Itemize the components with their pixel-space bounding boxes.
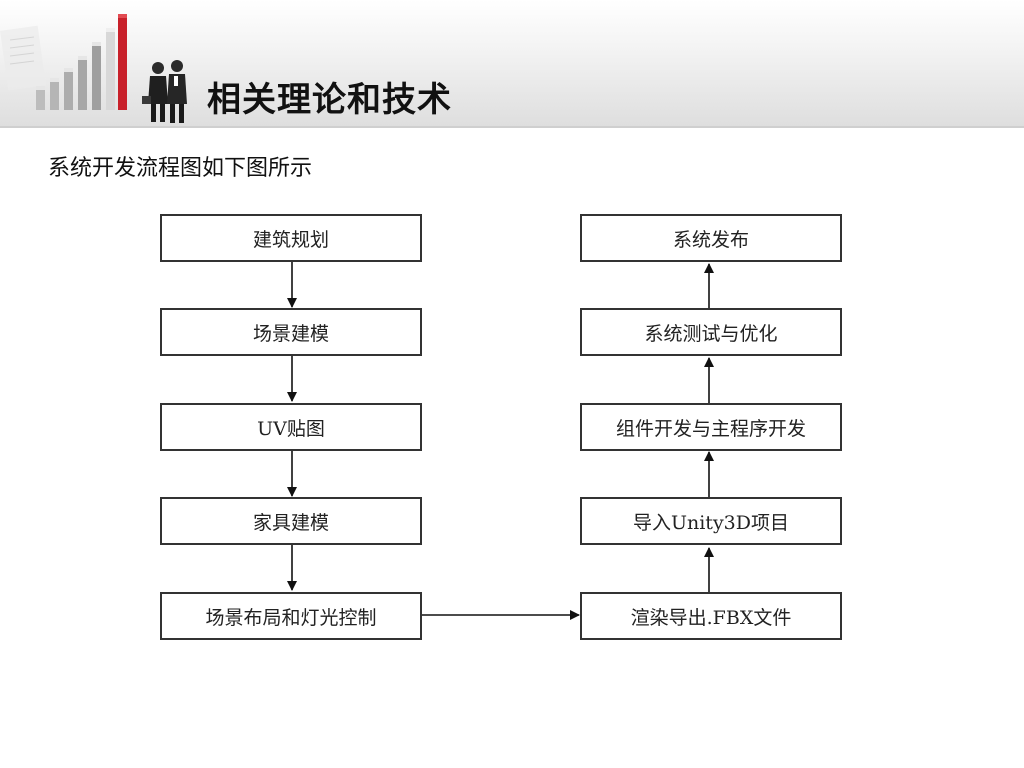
bar-graph-icon xyxy=(36,14,127,110)
flow-box-scene-layout-lighting: 场景布局和灯光控制 xyxy=(160,592,422,640)
flow-box-system-release: 系统发布 xyxy=(580,214,842,262)
flow-box-uv-mapping: UV贴图 xyxy=(160,403,422,451)
decorative-paper-graphic xyxy=(0,25,46,91)
businessmen-icon xyxy=(142,60,187,123)
flow-box-furniture-modeling: 家具建模 xyxy=(160,497,422,545)
flow-box-render-export-fbx: 渲染导出.FBX文件 xyxy=(580,592,842,640)
flow-box-import-unity3d: 导入Unity3D项目 xyxy=(580,497,842,545)
header-divider xyxy=(0,126,1024,128)
flow-box-testing-optimization: 系统测试与优化 xyxy=(580,308,842,356)
header-illustration xyxy=(0,14,187,123)
flow-box-scene-modeling: 场景建模 xyxy=(160,308,422,356)
page-title: 相关理论和技术 xyxy=(207,80,452,120)
flow-box-building-planning: 建筑规划 xyxy=(160,214,422,262)
slide-subtitle: 系统开发流程图如下图所示 xyxy=(48,156,313,181)
flow-box-component-development: 组件开发与主程序开发 xyxy=(580,403,842,451)
